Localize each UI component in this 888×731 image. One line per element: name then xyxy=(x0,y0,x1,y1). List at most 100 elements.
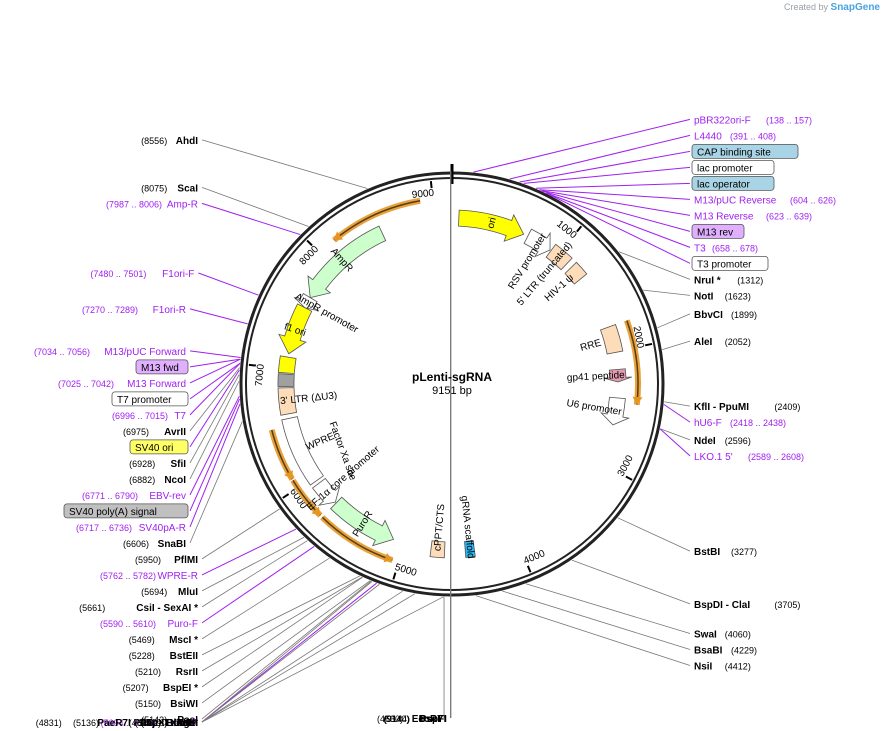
primer-puro-r-leader xyxy=(201,582,377,723)
tick-4000 xyxy=(526,565,532,573)
primer-ebv-rev-range: (6771 .. 6790) xyxy=(82,491,138,501)
enzyme-ncoi-label: NcoI(6882) xyxy=(129,475,186,486)
enzyme-bsabi-leader xyxy=(502,590,691,650)
enzyme-agei-name: AgeI xyxy=(176,718,198,729)
enzyme-bspdi-clai-leader xyxy=(571,559,691,605)
enzyme-rsrii-position: (5210) xyxy=(135,667,161,677)
primer-t3-promoter-label: T3 promoter xyxy=(691,255,769,271)
enzyme-bsabi-position: (4229) xyxy=(731,646,757,656)
feature-sv40ori xyxy=(277,355,297,374)
enzyme-bsiwi-position: (5150) xyxy=(135,699,161,709)
enzyme-alei-leader xyxy=(662,340,691,351)
primer-t7-name: T7 xyxy=(174,411,186,422)
enzyme-nsii-leader xyxy=(475,595,691,666)
enzyme-xbai-label: XbaI *(4634) xyxy=(129,718,198,729)
primer-sv40pa-r-name: SV40pA-R xyxy=(139,523,186,534)
enzyme-bbvci-leader xyxy=(657,313,691,329)
enzyme-sfii-label: SfiI (6928) xyxy=(129,459,186,470)
primer-wpre-r-label: WPRE-R(5762 .. 5782) xyxy=(100,571,198,582)
primer-t3-leader xyxy=(546,192,691,248)
enzyme-bsteii-leader xyxy=(201,575,360,656)
enzyme-msci-position: (5469) xyxy=(129,635,155,645)
enzyme-bsabi-name: BsaBI xyxy=(694,646,723,657)
primer-l4440-range: (391 .. 408) xyxy=(730,131,776,141)
tick-6000 xyxy=(282,493,290,499)
enzyme-kfli-ppumi-leader xyxy=(664,401,691,407)
orange-arc-4-head xyxy=(311,506,321,516)
enzyme-paer7i-pspxi-xhoi-label: PaeR7I - PspXI - XhoI(4831) xyxy=(36,718,198,729)
primer-m13-puc-forward-leader xyxy=(189,350,241,358)
primer-hu6-f-range: (2418 .. 2438) xyxy=(730,418,786,428)
enzyme-pflmi-leader xyxy=(201,508,280,560)
enzyme-bspdi-clai-label: BspDI - ClaI(3705) xyxy=(694,600,800,611)
enzyme-ecori-position: (4630) xyxy=(377,714,403,724)
orange-arc-2-head xyxy=(632,396,643,405)
enzyme-bspei-position: (5207) xyxy=(123,683,149,693)
primer-m13-forward-name: M13 Forward xyxy=(127,379,186,390)
primer-t7-promoter-name: T7 promoter xyxy=(117,395,172,406)
enzyme-msci-leader xyxy=(201,557,330,640)
enzyme-bsiwi-name: BsiWI xyxy=(170,699,198,710)
enzyme-pflmi-position: (5950) xyxy=(135,555,161,565)
primer-amp-r-leader xyxy=(201,202,301,236)
primer-t7-leader xyxy=(189,362,241,416)
enzyme-paer7i-pspxi-xhoi-name: PaeR7I - PspXI - XhoI xyxy=(97,718,198,729)
features-group xyxy=(268,197,643,564)
enzyme-snabi-position: (6606) xyxy=(123,539,149,549)
primer-puro-f-label: Puro-F(5590 .. 5610) xyxy=(100,619,198,630)
enzyme-alei-name: AleI xyxy=(694,337,713,348)
primer-m13-forward-label: M13 Forward(7025 .. 7042) xyxy=(58,379,186,390)
primer-sv40-poly-a-signal-box xyxy=(63,503,189,519)
feature-5-ltr xyxy=(545,243,573,271)
enzyme-bamhi-position: (5082) xyxy=(135,718,161,728)
primer-sv40pa-r-range: (6717 .. 6736) xyxy=(76,523,132,533)
primer-sv40-poly-a-signal-leader xyxy=(189,398,240,512)
enzyme-nrui-position: (1312) xyxy=(737,275,763,285)
tick-label-7000: 7000 xyxy=(254,363,267,387)
enzyme-ecori-label: EcoRI(4630) xyxy=(377,714,440,725)
enzyme-swai-name: SwaI xyxy=(694,630,717,641)
tick-label-4000: 4000 xyxy=(522,548,547,567)
enzyme-bsteii-position: (5228) xyxy=(129,651,155,661)
enzyme-sfii-name: SfiI xyxy=(170,459,186,470)
enzyme-swai-leader xyxy=(525,583,691,634)
enzyme-paer7i-pspxi-xhoi-leader xyxy=(201,593,416,723)
primer-lac-operator-leader xyxy=(535,182,691,189)
feature-hiv-psi xyxy=(564,261,588,285)
primer-m13-rev-name: M13 rev xyxy=(697,227,733,238)
enzyme-ndei-position: (2596) xyxy=(725,436,751,446)
primer-lko-1-5-label: LKO.1 5'(2589 .. 2608) xyxy=(694,452,804,463)
primer-puro-f-range: (5590 .. 5610) xyxy=(100,619,156,629)
primer-t3-name: T3 xyxy=(694,243,706,254)
enzyme-bspei-leader xyxy=(201,576,363,688)
enzyme-pflmi-name: PflMI xyxy=(174,555,198,566)
enzyme-bamhi-label: BamHI(5082) xyxy=(135,718,198,729)
primer-t3-promoter-box xyxy=(691,255,769,271)
primer-m13-fwd-label: M13 fwd xyxy=(135,359,189,375)
feature-gp41 xyxy=(603,368,632,383)
primer-m13-reverse-range: (623 .. 639) xyxy=(766,211,812,221)
primer-pbr322ori-f-name: pBR322ori-F xyxy=(694,115,751,126)
enzyme-swai-label: SwaI(4060) xyxy=(694,630,751,641)
orange-arc-5-head xyxy=(284,470,293,480)
enzyme-bseyi-name: BseYI xyxy=(419,714,447,725)
primer-lko-1-5-name: LKO.1 5' xyxy=(694,452,733,463)
enzyme-mlui-name: MluI xyxy=(178,587,198,598)
enzyme-sfii-position: (6928) xyxy=(129,459,155,469)
enzyme-mlui-position: (5694) xyxy=(141,587,167,597)
enzyme-bseyi-label: BseYI (9140) xyxy=(383,714,446,725)
primer-t7-promoter-box xyxy=(111,391,189,407)
enzyme-agei-label: AgeI(4916) xyxy=(141,718,198,729)
enzyme-bspdi-clai-name: BspDI - ClaI xyxy=(694,600,750,611)
primer-pbr322ori-f-range: (138 .. 157) xyxy=(766,115,812,125)
enzyme-ahdi-position: (8556) xyxy=(141,136,167,146)
enzyme-bseyi-position: (9140) xyxy=(383,714,409,724)
tick-2000 xyxy=(644,342,653,347)
primer-lac-operator-label: lac operator xyxy=(691,175,775,191)
feature-rsv-promoter xyxy=(523,228,551,258)
feature-puror xyxy=(330,496,395,547)
enzyme-bsabi-label: BsaBI (4229) xyxy=(694,646,757,657)
feature-3-ltr xyxy=(277,387,298,416)
